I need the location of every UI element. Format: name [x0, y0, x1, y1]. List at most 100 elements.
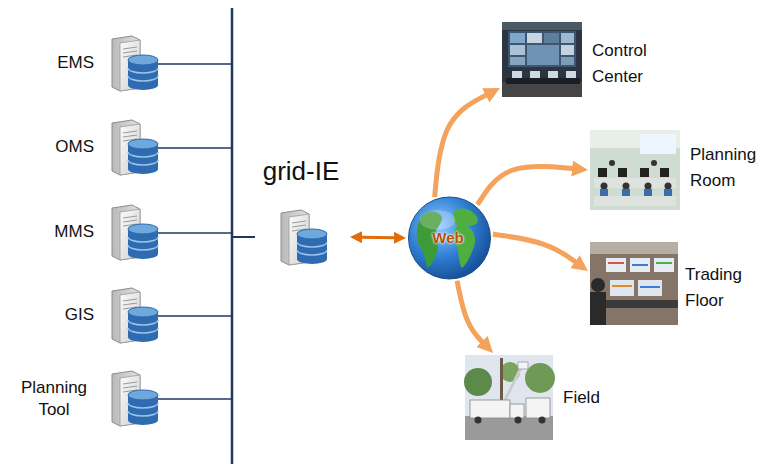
data-link: [158, 64, 255, 237]
planning-room-photo-part: [664, 189, 672, 196]
field-photo-part: [505, 366, 522, 400]
trading-floor-photo-part: [632, 264, 648, 266]
trading-floor-photo-part: [606, 258, 626, 272]
system-server: GIS: [10, 288, 158, 343]
globe-label: Web: [406, 228, 490, 248]
trading-floor-photo: [590, 242, 678, 325]
trading-floor-photo-part: [630, 258, 650, 272]
planning-room-photo-part: [645, 183, 652, 190]
planning-room-photo-part: [618, 168, 627, 177]
server-icon: [112, 371, 158, 426]
exchange-arrow: [360, 236, 397, 240]
control-center-photo-part: [502, 22, 582, 97]
control-center-photo-part: [544, 33, 559, 43]
planning-room-photo-part: [590, 130, 680, 210]
user-location: Planning Room: [588, 128, 774, 212]
field-photo: [464, 355, 555, 440]
control-center-photo-part: [561, 45, 574, 55]
planning-room-photo-part: [644, 189, 652, 196]
globe-highlight: [420, 210, 456, 230]
integration-server: grid-IE: [255, 155, 350, 267]
user-location: Field: [464, 353, 616, 443]
system-label: EMS: [10, 51, 94, 75]
trading-floor-photo-part: [590, 242, 678, 325]
planning-room-photo-part: [623, 183, 630, 190]
trading-floor-photo-part: [608, 262, 624, 264]
system-server: Planning Tool: [10, 371, 158, 426]
control-center-photo-part: [512, 71, 522, 78]
delivery-arrow: [477, 166, 575, 204]
field-photo-part: [526, 398, 550, 418]
server-icon: [112, 36, 158, 91]
control-center-photo-part: [548, 71, 558, 78]
location-label: Field: [563, 385, 613, 411]
trading-floor-photo-part: [656, 262, 672, 264]
delivery-arrow: [457, 281, 484, 344]
field-photo-part: [525, 363, 555, 393]
planning-room-photo-part: [665, 183, 672, 190]
planning-room-photo: [590, 130, 680, 210]
delivery-arrow: [435, 94, 489, 197]
server-icon: [112, 120, 158, 175]
field-photo-part: [470, 400, 510, 418]
delivery-arrow: [493, 234, 578, 263]
trading-floor-photo-part: [600, 300, 678, 308]
system-server: EMS: [10, 36, 158, 91]
planning-room-photo-part: [640, 134, 676, 154]
planning-room-photo-part: [609, 160, 615, 166]
data-link: [158, 148, 255, 237]
planning-room-photo-part: [660, 168, 669, 177]
server-label: grid-IE: [255, 155, 347, 187]
control-center-photo-part: [510, 45, 525, 55]
trading-floor-photo-part: [591, 278, 605, 292]
system-label: GIS: [10, 303, 94, 327]
system-label: OMS: [10, 135, 94, 159]
field-photo-part: [515, 417, 522, 424]
trading-floor-photo-part: [638, 280, 662, 296]
user-location: Trading Floor: [588, 240, 750, 328]
field-photo-part: [464, 368, 492, 396]
planning-room-photo-part: [622, 189, 630, 196]
control-center-photo-part: [506, 78, 580, 84]
user-location: Control Center: [500, 20, 673, 100]
control-center-photo-part: [566, 71, 576, 78]
control-center-photo-part: [561, 33, 574, 43]
planning-room-photo-part: [601, 183, 608, 190]
control-center-photo-part: [510, 33, 525, 43]
location-label: Trading Floor: [685, 262, 747, 314]
server-icon: [112, 205, 158, 260]
server-icon: [281, 210, 327, 265]
planning-room-photo-part: [594, 196, 676, 206]
web-globe: Web: [406, 196, 493, 280]
data-link: [158, 237, 255, 316]
control-center-photo-part: [502, 82, 582, 97]
control-center-photo-part: [530, 71, 540, 78]
control-center-photo-part: [527, 45, 559, 65]
field-photo-part: [518, 362, 528, 369]
control-center-photo: [502, 22, 582, 97]
planning-room-photo-part: [600, 189, 608, 196]
planning-room-photo-part: [640, 168, 649, 177]
control-center-photo-part: [508, 31, 576, 67]
field-photo-part: [539, 417, 546, 424]
field-photo-part: [475, 417, 482, 424]
system-label: Planning Tool: [12, 377, 96, 421]
field-photo-part: [500, 358, 503, 402]
trading-floor-photo-part: [654, 258, 674, 272]
trading-floor-photo-part: [612, 285, 632, 287]
control-center-photo-part: [561, 57, 574, 65]
field-photo-part: [510, 404, 524, 418]
control-center-photo-part: [510, 57, 525, 65]
system-server: MMS: [10, 205, 158, 260]
trading-floor-photo-part: [590, 242, 678, 254]
trading-floor-photo-part: [610, 280, 634, 296]
planning-room-photo-part: [651, 160, 657, 166]
data-link: [158, 237, 255, 399]
trading-floor-photo-part: [590, 292, 606, 325]
field-photo-part: [465, 416, 553, 440]
control-center-photo-part: [527, 33, 542, 43]
system-label: MMS: [10, 220, 94, 244]
server-icon: [112, 288, 158, 343]
